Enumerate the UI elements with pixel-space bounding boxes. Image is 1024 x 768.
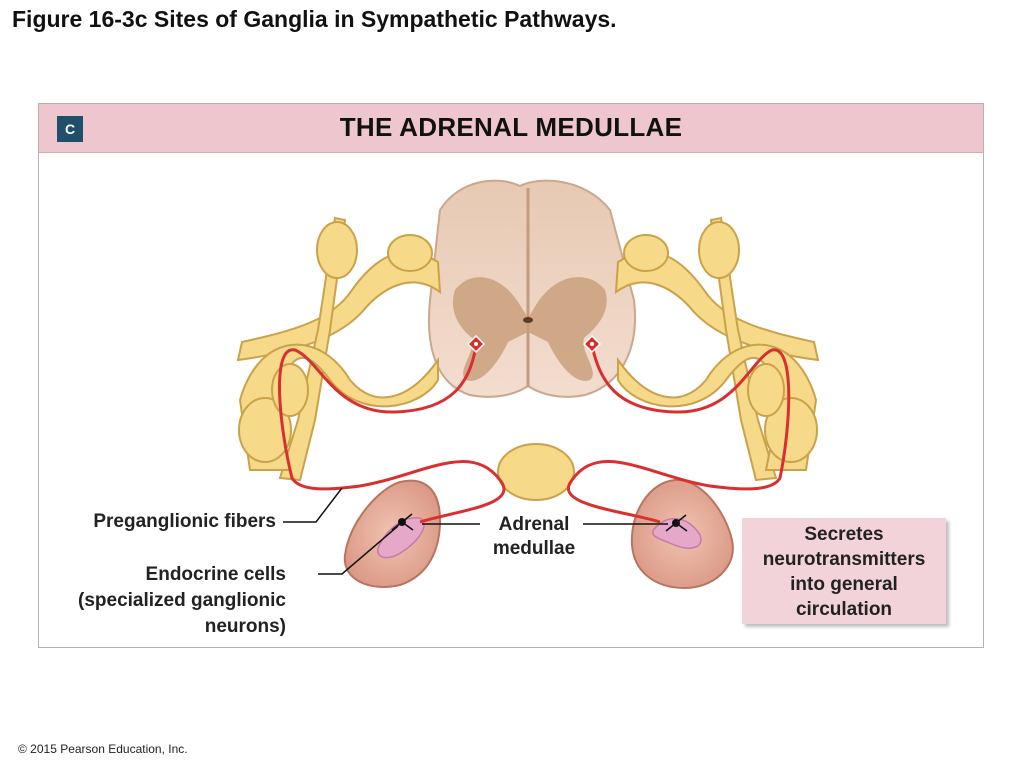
- label-adrenal-medullae: Adrenal medullae: [474, 513, 594, 561]
- callout-line2: neurotransmitters: [762, 549, 926, 570]
- endocrine-cell-right: [665, 514, 688, 532]
- secretion-callout-box: Secretes neurotransmitters into general …: [742, 518, 946, 624]
- panel-header: C THE ADRENAL MEDULLAE: [39, 104, 983, 153]
- label-endocrine-line1: Endocrine cells: [145, 564, 286, 585]
- label-adrenal-line1: Adrenal: [498, 514, 570, 535]
- label-endocrine-line3: neurons): [204, 616, 286, 637]
- neuron-cell-body-right: [582, 334, 602, 354]
- label-endocrine-line2: (specialized ganglionic: [78, 590, 286, 611]
- collateral-ganglion: [497, 443, 575, 501]
- callout-line1: Secretes: [804, 524, 884, 545]
- panel-title: THE ADRENAL MEDULLAE: [339, 112, 683, 142]
- label-adrenal-line2: medullae: [492, 538, 576, 559]
- leader-lines: [283, 487, 668, 575]
- label-endocrine-cells: Endocrine cells (specialized ganglionic …: [40, 562, 286, 640]
- spinal-cord: [428, 179, 636, 398]
- preganglionic-fibers: [278, 345, 791, 524]
- neuron-cell-body-left: [466, 334, 486, 354]
- callout-line4: circulation: [795, 599, 893, 620]
- label-preganglionic-fibers: Preganglionic fibers: [93, 511, 276, 532]
- callout-line3: into general: [790, 574, 898, 595]
- left-nerve-complex: [236, 216, 442, 482]
- right-nerve-complex: [614, 216, 820, 482]
- panel-letter-badge: C: [57, 116, 83, 142]
- left-adrenal-gland: [343, 479, 442, 588]
- figure-title: Figure 16-3c Sites of Ganglia in Sympath…: [12, 6, 617, 32]
- right-adrenal-gland: [630, 478, 734, 590]
- copyright-notice: © 2015 Pearson Education, Inc.: [18, 742, 188, 756]
